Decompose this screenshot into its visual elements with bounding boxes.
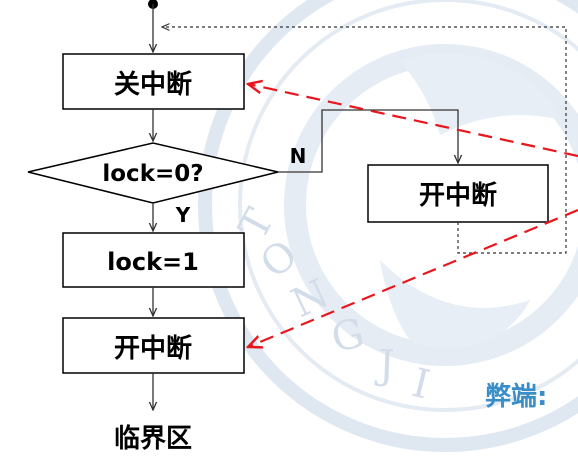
red-dashed-arrow-to-enable xyxy=(248,208,578,347)
no-branch-line xyxy=(278,109,458,173)
drawback-note: 弊端: xyxy=(485,382,547,412)
lock-set-box xyxy=(62,232,245,288)
lock-set-label: lock=1 xyxy=(107,248,199,276)
enable-interrupt-box-side xyxy=(367,164,549,223)
red-dashed-arrow-to-disable xyxy=(248,84,578,158)
enable-interrupt-label-bottom: 开中断 xyxy=(114,333,192,364)
retry-loop-dashed-line xyxy=(162,27,567,254)
disable-interrupt-box xyxy=(62,53,245,110)
disable-interrupt-label: 关中断 xyxy=(114,69,192,100)
enable-interrupt-box-bottom xyxy=(62,317,245,374)
critical-section-label: 临界区 xyxy=(114,423,192,454)
yes-branch-label: Y xyxy=(175,203,191,227)
lock-check-label: lock=0? xyxy=(102,161,203,187)
no-branch-label: N xyxy=(290,144,307,168)
enable-interrupt-label-side: 开中断 xyxy=(419,180,497,211)
svg-text:J: J xyxy=(374,342,396,389)
